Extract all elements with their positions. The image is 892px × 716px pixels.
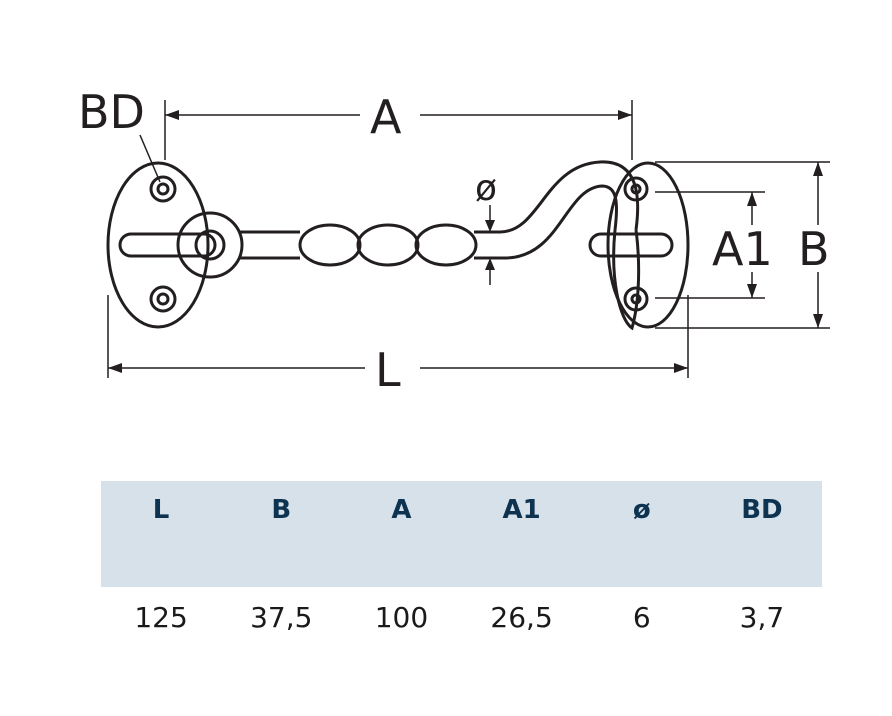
hook — [474, 160, 640, 260]
table-cell: 100 — [374, 601, 429, 634]
table-cell: 125 — [134, 601, 188, 634]
eye-ring — [176, 211, 244, 279]
slot — [118, 232, 217, 258]
table-row: 125 37,5 100 26,5 6 3,7 — [101, 587, 822, 647]
header-cell: B — [271, 495, 292, 525]
label-a: A — [370, 90, 402, 144]
table-header: L B A A1 ø BD — [101, 481, 822, 587]
label-l: L — [375, 343, 401, 397]
hook-diagram: BD A ø A1 B L — [78, 85, 830, 397]
screw-hole — [149, 285, 177, 313]
header-cell: BD — [741, 495, 783, 525]
label-a1: A1 — [712, 222, 773, 276]
chain-link — [298, 223, 362, 267]
label-b: B — [798, 222, 830, 276]
header-cell: ø — [632, 495, 651, 525]
header-cell: L — [152, 495, 170, 525]
left-mounting-plate — [106, 161, 210, 329]
chain-link — [414, 223, 478, 267]
dimensions-table: L B A A1 ø BD 125 37,5 100 26,5 6 3,7 — [101, 481, 822, 647]
label-diameter: ø — [475, 168, 497, 209]
table-cell: 3,7 — [739, 601, 785, 634]
table-cell: 26,5 — [490, 601, 553, 634]
table-cell: 37,5 — [250, 601, 313, 634]
table-cell: 6 — [632, 601, 651, 634]
chain-link — [356, 223, 420, 267]
label-bd: BD — [78, 85, 145, 139]
header-cell: A — [391, 495, 412, 525]
header-cell: A1 — [502, 495, 541, 525]
right-mounting-plate — [606, 161, 690, 329]
screw-hole — [149, 175, 177, 203]
